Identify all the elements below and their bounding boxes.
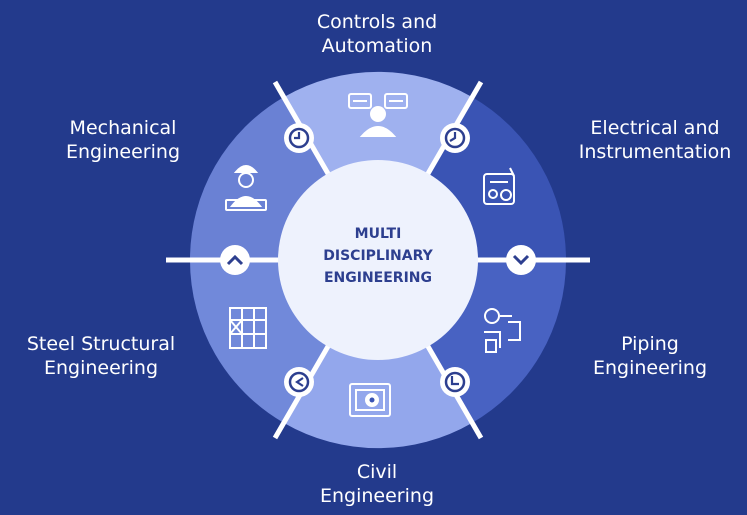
label-steel-structural-engineering: Steel Structural Engineering — [26, 333, 176, 379]
blueprint-gear-icon — [349, 383, 391, 417]
segment-icons — [225, 93, 521, 417]
label-civil-engineering: Civil Engineering — [320, 461, 434, 507]
center-title-line1: MULTI — [355, 226, 402, 242]
center-title-line3: ENGINEERING — [324, 270, 432, 286]
divider-markers — [220, 123, 536, 397]
steel-structure-icon — [229, 307, 267, 349]
label-piping-engineering: Piping Engineering — [593, 333, 707, 379]
label-electrical-instrumentation: Electrical and Instrumentation — [578, 117, 732, 163]
clock-marker-icon — [284, 367, 314, 397]
clock-marker-icon — [284, 123, 314, 153]
mechanical-engineer-icon — [225, 165, 267, 211]
clock-marker-icon — [440, 367, 470, 397]
worker-control-panel-icon — [348, 93, 408, 137]
clock-marker-icon — [440, 123, 470, 153]
electrical-tools-icon — [483, 167, 515, 205]
center-title-line2: DISCIPLINARY — [323, 248, 433, 264]
label-mechanical-engineering: Mechanical Engineering — [66, 117, 180, 163]
chevron-down-icon — [506, 245, 536, 275]
piping-icon — [484, 308, 521, 353]
center-hub — [278, 160, 478, 360]
label-controls-automation: Controls and Automation — [316, 11, 438, 57]
chevron-up-icon — [220, 245, 250, 275]
